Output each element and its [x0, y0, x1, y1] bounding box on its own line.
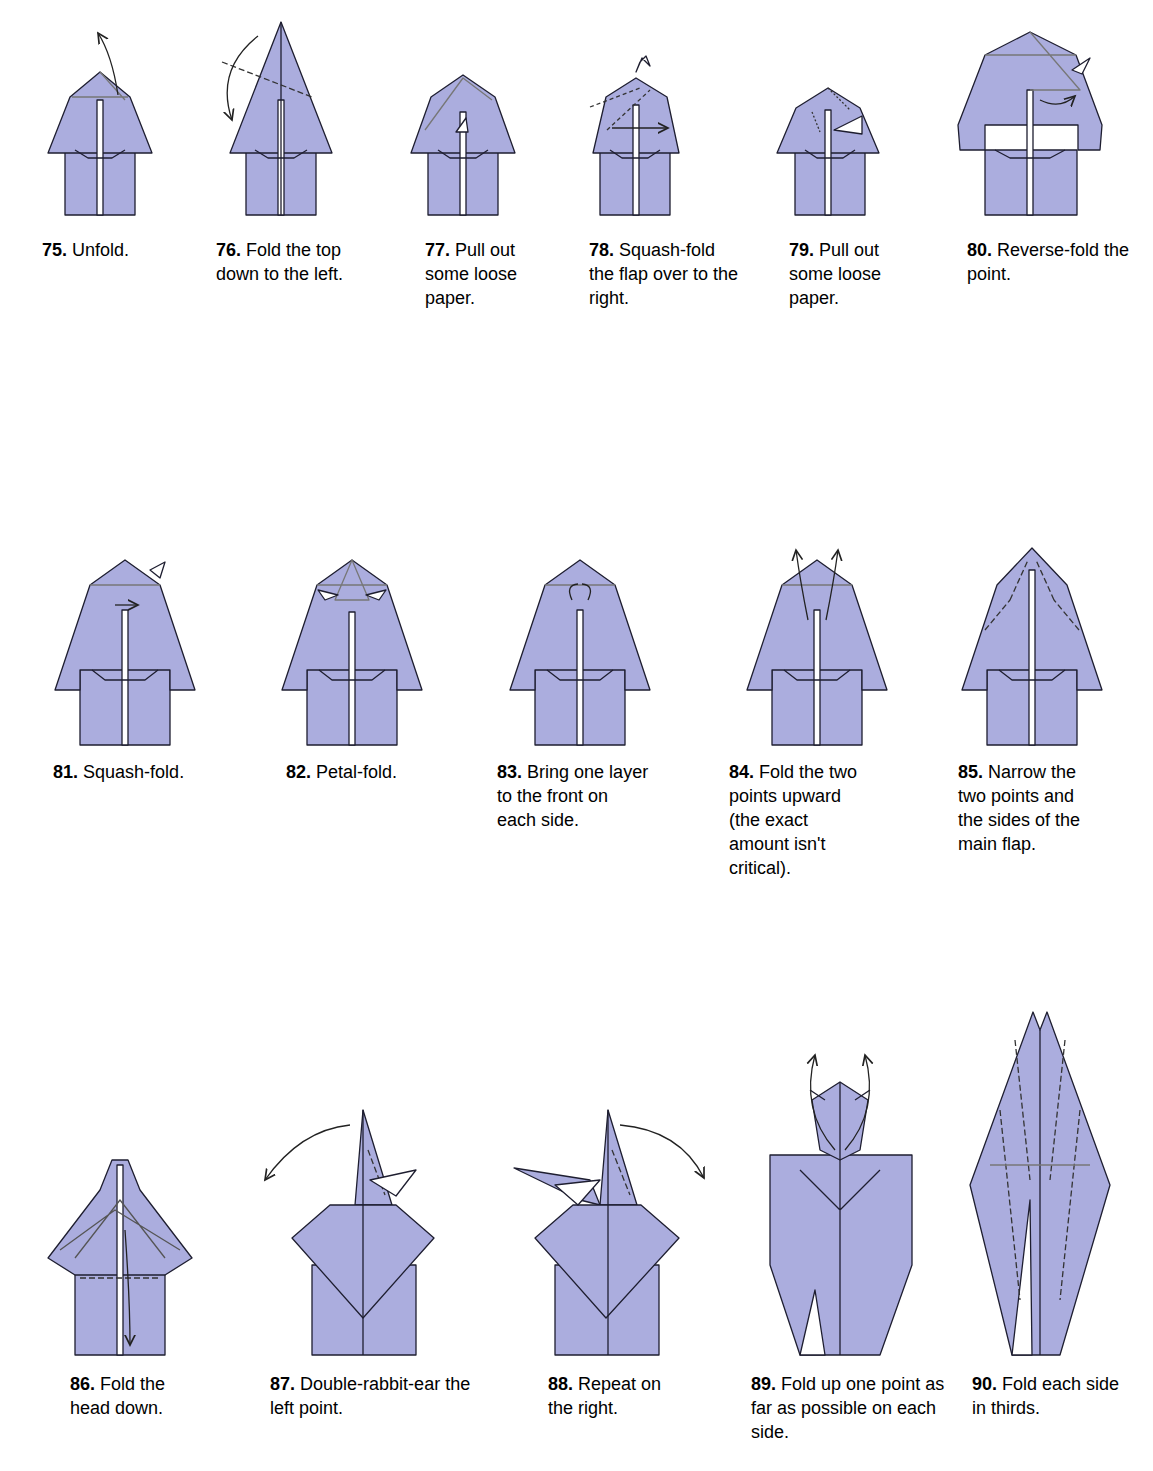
- step-number: 86.: [70, 1374, 95, 1394]
- step-instruction: Fold up one point as far as possible on …: [751, 1374, 944, 1442]
- step-caption: 86.Fold the head down.: [70, 1372, 190, 1420]
- step-caption: 82.Petal-fold.: [286, 760, 436, 784]
- step-caption: 90.Fold each side in thirds.: [972, 1372, 1122, 1420]
- step-number: 80.: [967, 240, 992, 260]
- step-number: 79.: [789, 240, 814, 260]
- step-number: 84.: [729, 762, 754, 782]
- step-instruction: Unfold.: [72, 240, 129, 260]
- step-number: 78.: [589, 240, 614, 260]
- step-number: 87.: [270, 1374, 295, 1394]
- step-number: 81.: [53, 762, 78, 782]
- step-number: 76.: [216, 240, 241, 260]
- step-caption: 89.Fold up one point as far as possible …: [751, 1372, 951, 1444]
- step-number: 85.: [958, 762, 983, 782]
- step-caption: 88.Repeat on the right.: [548, 1372, 668, 1420]
- step-number: 75.: [42, 240, 67, 260]
- step-caption: 87.Double-rabbit-ear the left point.: [270, 1372, 480, 1420]
- step-number: 77.: [425, 240, 450, 260]
- step-caption: 79.Pull out some loose paper.: [789, 238, 904, 310]
- step-instruction: Double-rabbit-ear the left point.: [270, 1374, 470, 1418]
- step-caption: 80.Reverse-fold the point.: [967, 238, 1137, 286]
- step-instruction: Petal-fold.: [316, 762, 397, 782]
- step-number: 83.: [497, 762, 522, 782]
- step-caption: 83.Bring one layer to the front on each …: [497, 760, 652, 832]
- step-caption: 75.Unfold.: [42, 238, 192, 262]
- step-caption: 78.Squash-fold the flap over to the righ…: [589, 238, 739, 310]
- step-number: 88.: [548, 1374, 573, 1394]
- step-caption: 76.Fold the top down to the left.: [216, 238, 376, 286]
- step-caption: 81.Squash-fold.: [53, 760, 233, 784]
- step-number: 89.: [751, 1374, 776, 1394]
- step-caption: 84.Fold the two points upward (the exact…: [729, 760, 869, 880]
- step-caption: 77.Pull out some loose paper.: [425, 238, 540, 310]
- step-instruction: Squash-fold.: [83, 762, 184, 782]
- step-number: 90.: [972, 1374, 997, 1394]
- step-caption: 85.Narrow the two points and the sides o…: [958, 760, 1103, 856]
- step-number: 82.: [286, 762, 311, 782]
